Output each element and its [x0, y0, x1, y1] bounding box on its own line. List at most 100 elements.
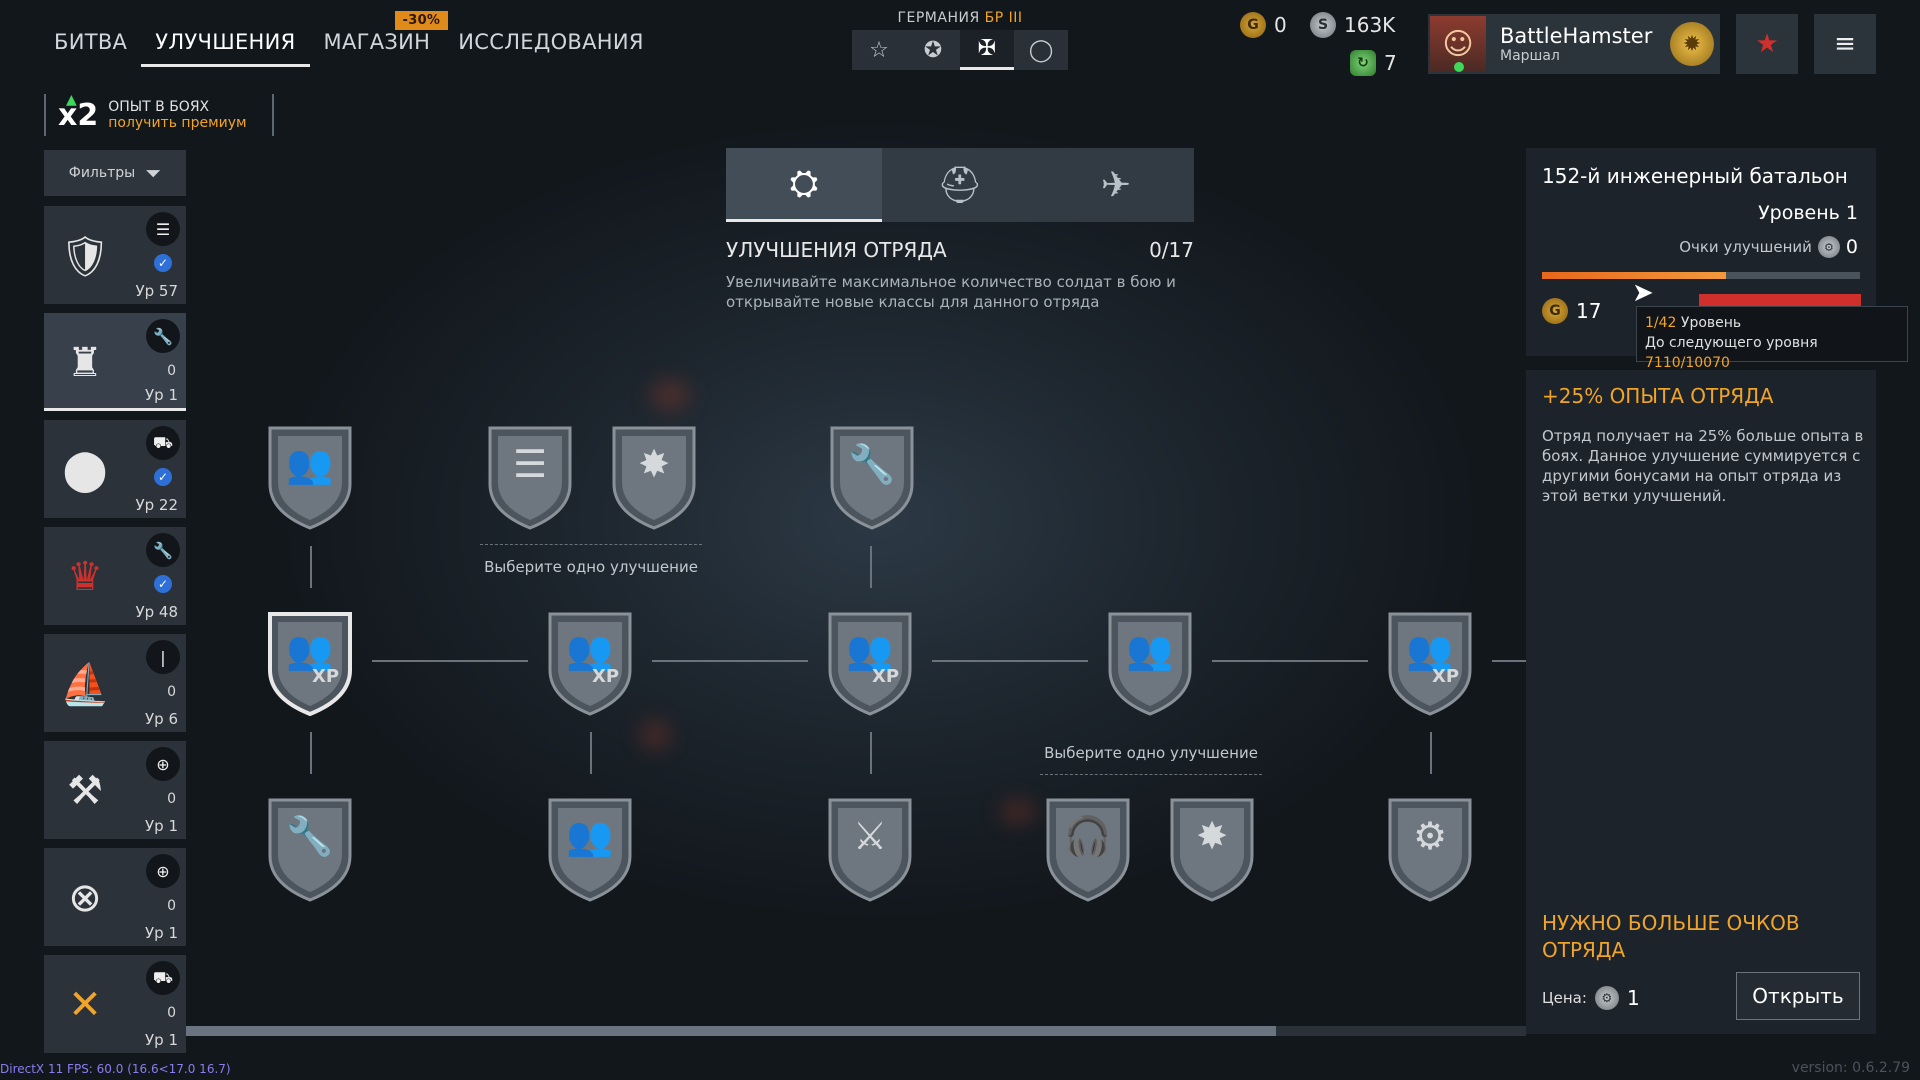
upgrade-node[interactable]: 🎧 — [1042, 794, 1134, 904]
upgrades-description: Увеличивайте максимальное количество сол… — [726, 273, 1176, 311]
tab-squad-upgrades-icon[interactable]: ⛭ — [726, 148, 882, 222]
get-premium-link[interactable]: получить премиум — [108, 115, 247, 131]
tab-vehicle-upgrades-icon[interactable]: ✈ — [1100, 164, 1132, 206]
upgrade-node[interactable]: 👥 — [544, 794, 636, 904]
shield-frame — [1046, 798, 1130, 902]
tank-icon: ⛟ — [146, 426, 180, 460]
nation-ussr-icon[interactable]: ✪ — [923, 37, 943, 63]
tab-shop-label: МАГАЗИН — [323, 30, 431, 54]
tree-connector — [310, 732, 312, 774]
check-icon: ✓ — [154, 468, 172, 486]
squad-card[interactable]: ♛ 🔧 ✓ Ур 48 — [44, 527, 186, 625]
squad-card[interactable]: ♜ 🔧 0 Ур 1 — [44, 313, 186, 411]
xp-label: XP — [312, 666, 340, 687]
bg-blur — [650, 380, 690, 410]
squad-card[interactable]: ⬤ ⛟ ✓ Ур 22 — [44, 420, 186, 518]
avatar: ☺ — [1430, 16, 1486, 72]
upgrade-points: Очки улучшений⚙0 — [1679, 236, 1858, 258]
nation-germany-icon[interactable]: ✠ — [960, 30, 1014, 70]
upgrade-node[interactable]: 👥 — [264, 422, 356, 532]
upgrade-node[interactable]: ✸ — [608, 422, 700, 532]
squad-points: 0 — [167, 1005, 176, 1021]
shield-frame — [268, 612, 352, 717]
horizontal-scrollbar[interactable] — [186, 1026, 1526, 1036]
upgrade-node[interactable]: 👥XP — [1384, 608, 1476, 718]
upgrade-node[interactable]: 👥XP — [544, 608, 636, 718]
headphones-icon: 🎧 — [1064, 814, 1112, 858]
bg-blur — [640, 720, 670, 750]
upgrade-node[interactable]: ✸ — [1166, 794, 1258, 904]
open-button[interactable]: Открыть — [1736, 972, 1860, 1020]
battle-rating: БР III — [984, 10, 1023, 26]
squad-card[interactable]: ⚒ ⊕ 0 Ур 1 — [44, 741, 186, 839]
axe-icon: ⚒ — [67, 768, 103, 814]
squad-card[interactable]: ⊗ ⊕ 0 Ур 1 — [44, 848, 186, 946]
main-nav: БИТВА УЛУЧШЕНИЯ МАГАЗИН-30% ИССЛЕДОВАНИЯ — [40, 11, 658, 67]
squad-level: Ур 1 — [145, 924, 178, 942]
ticket-currency[interactable]: ↻7 — [1350, 50, 1397, 76]
squad-card[interactable]: ⛵ | 0 Ур 6 — [44, 634, 186, 732]
profile-card[interactable]: ☺ BattleHamster Маршал ✹ — [1428, 14, 1720, 74]
exp-bonus-box[interactable]: ▲ x2 ОПЫТ В БОЯХ получить премиум — [44, 92, 274, 136]
upgrade-node[interactable]: 👥 — [1104, 608, 1196, 718]
tab-battle[interactable]: БИТВА — [54, 30, 128, 54]
price-value: 1 — [1626, 986, 1640, 1010]
squad-xp-icon: 👥 — [1406, 628, 1454, 672]
upgrade-node[interactable]: ⚔ — [824, 794, 916, 904]
army-badge-icon[interactable]: ★ — [1736, 14, 1798, 74]
nation-name: ГЕРМАНИЯ — [897, 10, 980, 26]
shield-frame — [1108, 612, 1192, 716]
price-label: Цена: — [1542, 989, 1587, 1007]
nation-usa-icon[interactable]: ☆ — [869, 37, 889, 63]
squad-level: Ур 1 — [145, 817, 178, 835]
cannon-icon: ⚙ — [1412, 814, 1448, 858]
badge-icon: ⬤ — [62, 447, 108, 493]
player-rank: Маршал — [1500, 48, 1560, 64]
nation-selector: ГЕРМАНИЯ БР III ☆ ✪ ✠ ◯ — [852, 10, 1068, 70]
check-icon: ✓ — [154, 575, 172, 593]
tab-soldier-upgrades-icon[interactable]: ⛑ — [937, 165, 983, 206]
squad-xp-icon: 👥 — [286, 628, 334, 672]
upgrades-count: 0/17 — [1149, 238, 1194, 262]
arrow-up-icon: ▲ — [66, 92, 77, 108]
gold-coin-icon: G — [1240, 12, 1266, 38]
debug-fps: DirectX 11 FPS: 60.0 (16.6<17.0 16.7) — [0, 1062, 231, 1076]
upgrade-node[interactable]: 🔧 — [826, 422, 918, 532]
filters-button[interactable]: Фильтры⏷ — [44, 150, 186, 196]
tab-upgrades[interactable]: УЛУЧШЕНИЯ — [141, 20, 310, 67]
upgrade-title: +25% ОПЫТА ОТРЯДА — [1542, 384, 1774, 408]
menu-icon[interactable]: ≡ — [1814, 14, 1876, 74]
shield-sword-icon: 🛡 — [59, 233, 111, 280]
upgrade-node[interactable]: ⚙ — [1384, 794, 1476, 904]
squad-points: 0 — [167, 684, 176, 700]
artillery-icon: ⚔ — [852, 814, 888, 858]
bg-blur — [1000, 800, 1036, 824]
tree-connector — [1212, 660, 1368, 662]
upgrade-node[interactable]: 🔧 — [264, 794, 356, 904]
level-tooltip: 1/42 Уровень До следующего уровня 7110/1… — [1636, 306, 1908, 371]
squad-card[interactable]: ✕ ⛟ 0 Ур 1 — [44, 955, 186, 1053]
tooltip-next-label: До следующего уровня — [1645, 335, 1818, 351]
tab-research[interactable]: ИССЛЕДОВАНИЯ — [458, 30, 644, 54]
tab-shop[interactable]: МАГАЗИН-30% — [310, 11, 449, 67]
upgrades-header: УЛУЧШЕНИЯ ОТРЯДА 0/17 — [726, 238, 1194, 262]
squad-xp-icon: 👥 — [566, 628, 614, 672]
rank-medal-icon: ✹ — [1670, 22, 1714, 66]
upgrade-node[interactable]: 👥XP — [264, 608, 356, 718]
upgrade-tabs: ⛭ ⛑ ✈ — [726, 148, 1194, 222]
nation-title: ГЕРМАНИЯ БР III — [852, 10, 1068, 26]
squad-level: Ур 57 — [135, 282, 178, 300]
price: Цена:⚙1 — [1542, 986, 1640, 1010]
gold-coin-icon: G — [1542, 298, 1568, 324]
squad-card[interactable]: 🛡 ☰ ✓ Ур 57 — [44, 206, 186, 304]
scrollbar-thumb[interactable] — [186, 1026, 1276, 1036]
upgrade-node[interactable]: 👥XP — [824, 608, 916, 718]
squad-size-icon: 👥 — [1126, 628, 1174, 672]
exp-multiplier: x2 — [58, 97, 99, 133]
nation-japan-icon[interactable]: ◯ — [1028, 37, 1054, 63]
upgrade-node[interactable]: ☰ — [484, 422, 576, 532]
shield-frame — [612, 426, 696, 530]
